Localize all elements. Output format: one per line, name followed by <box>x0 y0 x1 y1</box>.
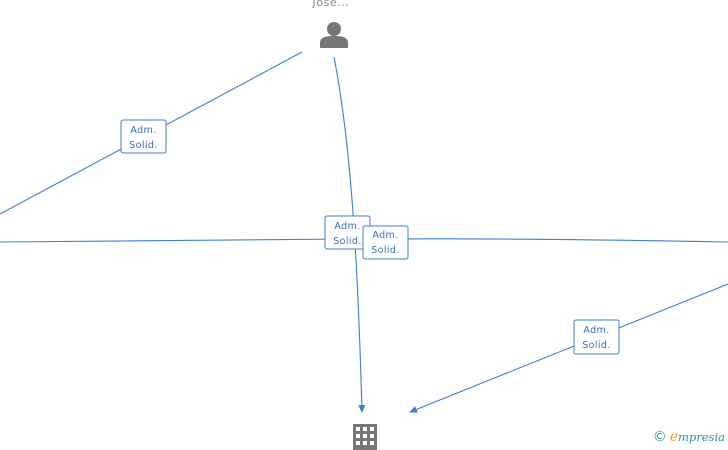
person-icon[interactable] <box>320 22 348 48</box>
brand-initial: e <box>669 429 678 445</box>
edge-center-left <box>0 238 349 243</box>
badge-role: Adm. <box>334 221 360 232</box>
badge-type: Solid. <box>371 245 400 256</box>
relationship-badge-lower-right[interactable]: Adm. Solid. <box>573 319 620 355</box>
badge-role: Adm. <box>372 230 398 241</box>
empresia-watermark: © empresia <box>653 428 725 446</box>
relationship-badge-upper-left[interactable]: Adm. Solid. <box>120 119 167 154</box>
badge-type: Solid. <box>582 340 611 351</box>
edge-center-right <box>385 238 728 243</box>
badge-role: Adm. <box>130 125 156 136</box>
badge-type: Solid. <box>129 140 158 151</box>
badge-type: Solid. <box>333 236 362 247</box>
building-icon[interactable] <box>353 424 377 450</box>
edge-right-to-company <box>409 283 728 413</box>
brand-name: mpresia <box>677 430 725 444</box>
brand-logo: empresia <box>670 429 725 445</box>
relationship-badge-center-right[interactable]: Adm. Solid. <box>362 225 409 260</box>
badge-role: Adm. <box>583 325 609 336</box>
person-name-label: Jose... <box>311 0 349 9</box>
copyright-symbol: © <box>652 429 667 445</box>
